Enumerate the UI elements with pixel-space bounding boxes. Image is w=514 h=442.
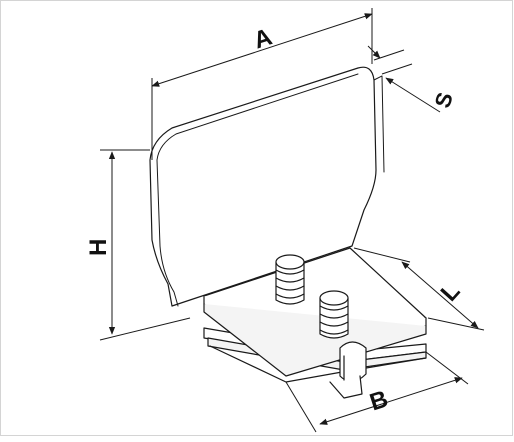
dimension-h-line	[99, 149, 191, 341]
dimension-label-b: B	[366, 385, 391, 416]
dimension-s-line	[367, 45, 441, 113]
dimension-a-line	[151, 8, 373, 160]
dimension-b-line	[285, 351, 469, 433]
dimension-label-a: A	[250, 23, 275, 54]
back-plate	[149, 66, 385, 307]
dimension-l-line	[353, 247, 485, 331]
bolt-left	[275, 254, 305, 305]
dimension-label-l: L	[436, 278, 466, 307]
bolt-right	[319, 290, 349, 339]
dimension-label-h: H	[85, 239, 112, 256]
